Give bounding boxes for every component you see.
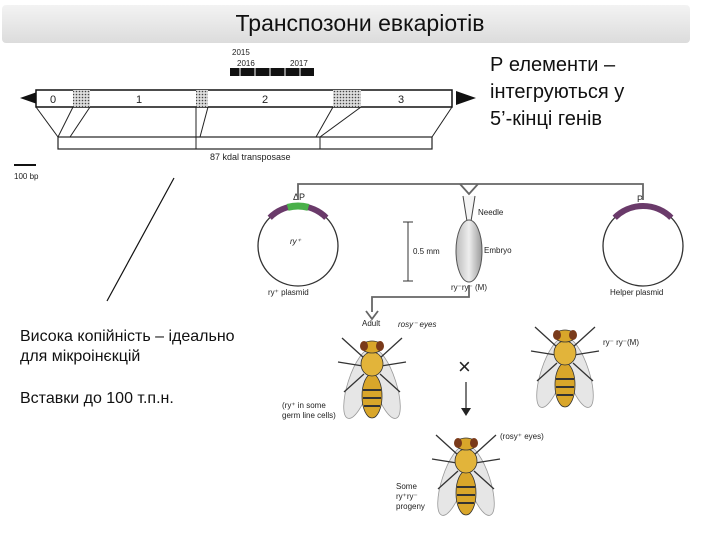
exon-label: 1: [136, 94, 142, 106]
germ-line-label: (ry⁺ in some: [282, 401, 326, 410]
right-terminal-arrow: [456, 91, 476, 105]
transposase-bar: [57, 136, 433, 150]
note-line: Р елементи –: [490, 54, 616, 76]
offspring-eyes-label: (rosy⁺ eyes): [500, 432, 544, 441]
progeny-label: progeny: [396, 502, 425, 511]
intron-region: [73, 90, 90, 107]
exon-label: 2: [262, 94, 268, 106]
embryo-scale: [403, 221, 413, 282]
progeny-fly: [430, 434, 502, 520]
mate-genotype-label: ry⁻ ry⁻(M): [603, 338, 639, 347]
ruler-label: 2017: [290, 59, 308, 68]
embryo-scale-label: 0.5 mm: [413, 247, 440, 256]
page-title: Транспозони евкаріотів: [235, 10, 485, 36]
note-line: Висока копійність – ідеально: [20, 328, 235, 345]
cross-symbol: ×: [458, 354, 471, 379]
scale-label: 100 bp: [14, 172, 39, 181]
germ-line-label: germ line cells): [282, 411, 336, 420]
helper-plasmid-label: Helper plasmid: [610, 288, 663, 297]
bracket-arrows: [297, 183, 644, 200]
p-element-bar: [35, 89, 453, 108]
exon-label: 3: [398, 94, 404, 106]
development-arrow: [371, 285, 470, 312]
ry-gene-arc: [286, 202, 310, 211]
exon-label: 0: [50, 94, 56, 106]
p-label: P: [637, 194, 643, 204]
ruler-label: 2016: [237, 59, 255, 68]
title-bar: [2, 5, 690, 43]
left-terminal-arrow: [20, 91, 40, 105]
delta-p-label: ΔP: [293, 192, 305, 202]
splice-lines: [35, 106, 453, 138]
adult-label: Adult: [362, 319, 381, 328]
pointer-line: [106, 177, 175, 302]
protein-label: 87 kdal transposase: [210, 152, 291, 162]
embryo-label: Embryo: [484, 246, 512, 255]
transposase-arc: [612, 202, 674, 220]
copy-number-note: Висока копійність – ідеально для мікроін…: [20, 327, 235, 367]
p-elements-note: Р елементи – інтегруються у 5’-кінці ген…: [490, 52, 624, 133]
progeny-label: ry⁺ry⁻: [396, 492, 418, 501]
note-line: 5’-кінці генів: [490, 108, 603, 130]
ry-plus-label: ry⁺: [290, 237, 302, 246]
intron-region: [333, 90, 361, 107]
helper-plasmid-circle: [602, 205, 684, 287]
mate-fly: [529, 326, 601, 412]
injected-adult-fly: [336, 337, 408, 423]
ry-plasmid-circle: [257, 205, 339, 287]
needle-label: Needle: [478, 208, 504, 217]
note-line: інтегруються у: [490, 81, 625, 103]
intron-region: [196, 90, 208, 107]
progeny-label: Some: [396, 482, 417, 491]
ry-plasmid-label: ry⁺ plasmid: [268, 288, 309, 297]
ruler-bar: [230, 68, 314, 76]
embryo: [455, 219, 483, 283]
ruler-label: 2015: [232, 48, 250, 57]
insert-size-note: Вставки до 100 т.п.н.: [20, 390, 174, 407]
rosy-eyes-label: rosy⁻ eyes: [398, 320, 436, 329]
note-line: для мікроінєкцій: [20, 348, 141, 365]
